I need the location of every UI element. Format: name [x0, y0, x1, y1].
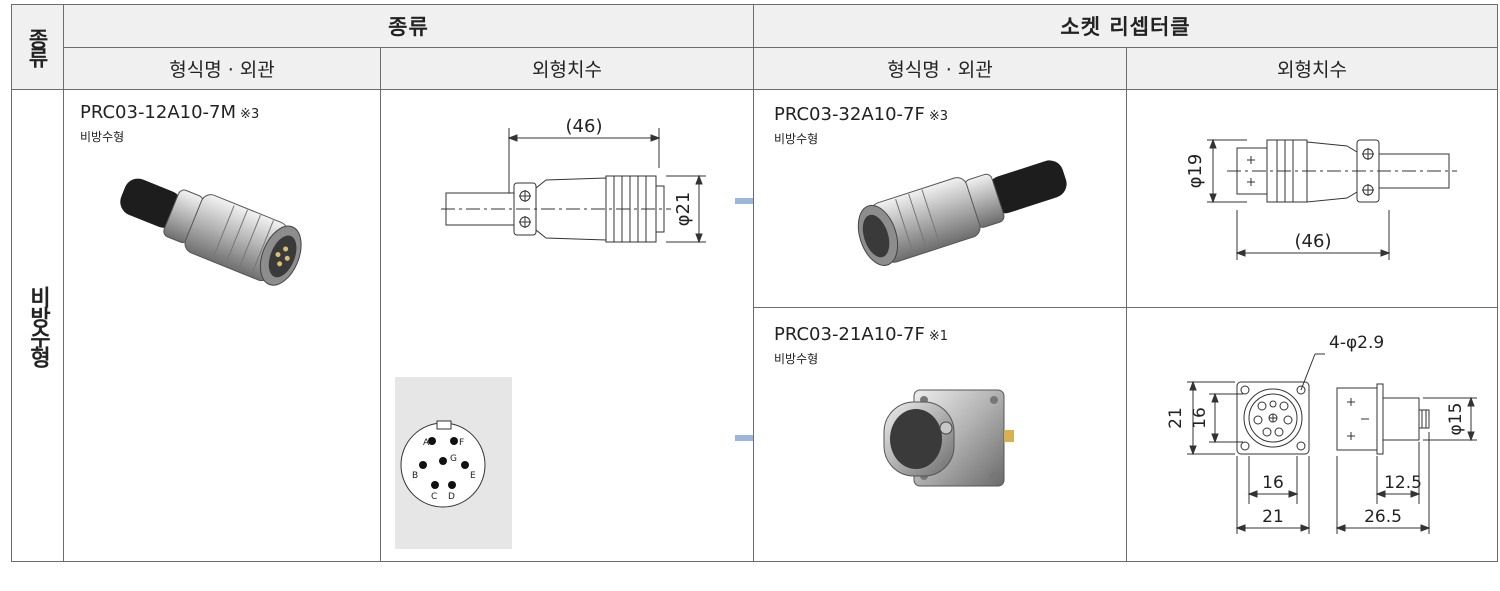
row-side-cell: 비방수형 [11, 89, 64, 562]
header-side-label: 종류 [25, 28, 50, 66]
plug-model-name: PRC03-12A10-7M※3 [80, 102, 259, 123]
socket-cable-model-note: ※3 [928, 109, 949, 124]
socket-receptacle-dim-outer-v: 21 [1166, 407, 1186, 429]
plug-photo [120, 178, 302, 286]
socket-receptacle-dimension-drawing: 4-φ2.9 21 16 16 21 φ15 12.5 26.5 [1166, 333, 1477, 534]
plug-type: 비방수형 [80, 130, 125, 144]
socket-receptacle-dim-depth1: 12.5 [1384, 473, 1422, 493]
header-plug-group: 종류 [63, 4, 754, 48]
socket-cable-photo [857, 160, 1067, 266]
socket-cable-dim-length: (46) [1295, 231, 1332, 252]
socket-receptacle-model-text: PRC03-21A10-7F [774, 324, 925, 345]
header-socket-col-dims: 외형치수 [1126, 47, 1498, 90]
plug-dimension-drawing: (46) φ21 [441, 116, 706, 244]
pin-label-c: C [431, 492, 437, 502]
pin-label-f: F [459, 438, 464, 448]
socket-cable-dims-cell: φ19 (46) [1126, 89, 1498, 308]
plug-dims-cell: (46) φ21 A F G B E C D [380, 89, 754, 562]
socket-receptacle-type: 비방수형 [774, 352, 819, 366]
pin-label-e: E [470, 471, 476, 481]
socket-cable-type: 비방수형 [774, 132, 819, 146]
header-socket-col-model: 형식명 · 외관 [753, 47, 1127, 90]
socket-cable-dimension-drawing: φ19 (46) [1185, 138, 1457, 260]
plug-model-text: PRC03-12A10-7M [80, 102, 237, 123]
socket-receptacle-dim-outer-h: 21 [1262, 507, 1284, 527]
socket-receptacle-dim-holes: 4-φ2.9 [1329, 333, 1384, 353]
socket-receptacle-model-name: PRC03-21A10-7F※1 [774, 324, 948, 345]
pin-label-d: D [448, 492, 455, 502]
pin-label-a: A [423, 438, 430, 448]
socket-receptacle-dim-inner-v: 16 [1190, 407, 1210, 429]
pin-label-b: B [412, 471, 418, 481]
socket-receptacle-model-note: ※1 [928, 329, 949, 344]
socket-receptacle-dims-cell: 4-φ2.9 21 16 16 21 φ15 12.5 26.5 [1126, 307, 1498, 562]
plug-model-cell: PRC03-12A10-7M※3 비방수형 [63, 89, 381, 562]
socket-cable-model-cell: PRC03-32A10-7F※3 비방수형 [753, 89, 1127, 308]
socket-receptacle-model-cell: PRC03-21A10-7F※1 비방수형 [753, 307, 1127, 562]
socket-receptacle-dim-inner-h: 16 [1262, 473, 1284, 493]
header-socket-group: 소켓 리셉터클 [753, 4, 1498, 48]
socket-receptacle-dim-depth2: 26.5 [1364, 507, 1402, 527]
socket-cable-dim-dia: φ19 [1185, 154, 1206, 189]
row-side-label: 비방수형 [25, 285, 51, 366]
socket-receptacle-dim-dia: φ15 [1446, 403, 1466, 436]
pin-label-g: G [450, 454, 457, 464]
plug-dim-length: (46) [566, 116, 603, 137]
socket-cable-model-text: PRC03-32A10-7F [774, 104, 925, 125]
plug-dim-dia: φ21 [673, 192, 694, 227]
header-plug-col-dims: 외형치수 [380, 47, 754, 90]
plug-model-note: ※3 [240, 107, 260, 122]
plug-pin-layout: A F G B E C D [395, 377, 512, 549]
header-side-cell: 종류 [11, 4, 64, 90]
socket-receptacle-photo [883, 389, 1014, 487]
header-plug-col-model: 형식명 · 외관 [63, 47, 381, 90]
socket-cable-model-name: PRC03-32A10-7F※3 [774, 104, 948, 125]
product-table: 종류 종류 형식명 · 외관 외형치수 소켓 리셉터클 형식명 · 외관 외형치… [11, 4, 1498, 562]
